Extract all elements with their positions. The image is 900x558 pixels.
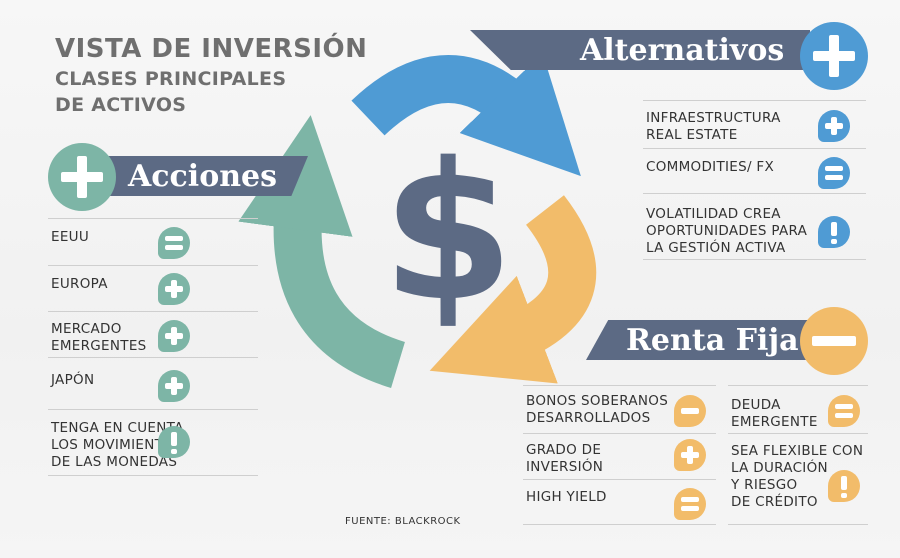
list-item: BONOS SOBERANOS DESARROLLADOS <box>523 385 716 434</box>
list-item-text: SEA FLEXIBLE CON LA DURACIÓN Y RIESGO DE… <box>731 443 864 510</box>
list-item: EUROPA <box>48 265 258 312</box>
exclamation-icon <box>818 216 850 248</box>
list-end-divider <box>523 524 716 525</box>
equal-icon <box>828 395 860 427</box>
list-item-text: VOLATILIDAD CREA OPORTUNIDADES PARA LA G… <box>646 206 808 256</box>
list-item: SEA FLEXIBLE CON LA DURACIÓN Y RIESGO DE… <box>728 433 868 525</box>
list-item: COMMODITIES/ FX <box>643 148 866 194</box>
list-item-text: HIGH YIELD <box>526 489 607 505</box>
list-item: GRADO DE INVERSIÓN <box>523 433 716 480</box>
list-item-text: GRADO DE INVERSIÓN <box>526 442 604 475</box>
list-item-text: TENGA EN CUENTA LOS MOVIMIENTOS DE LAS M… <box>51 420 184 470</box>
list-item-text: EUROPA <box>51 276 108 292</box>
list-item-text: JAPÓN <box>51 372 95 388</box>
list-item-text: MERCADO EMERGENTES <box>51 321 147 354</box>
alternativos-banner: Alternativos <box>470 30 810 70</box>
alternativos-title: Alternativos <box>580 32 785 68</box>
renta-fija-title: Renta Fija <box>626 322 799 358</box>
list-item-text: COMMODITIES/ FX <box>646 159 775 175</box>
acciones-plus-icon <box>48 143 116 211</box>
page-subtitle-line2: DE ACTIVOS <box>55 94 187 116</box>
list-item: TENGA EN CUENTA LOS MOVIMIENTOS DE LAS M… <box>48 409 258 476</box>
exclamation-icon <box>158 426 190 458</box>
page-subtitle-line1: CLASES PRINCIPALES <box>55 68 287 90</box>
alternativos-plus-icon <box>800 22 868 90</box>
exclamation-icon <box>828 470 860 502</box>
list-item: DEUDA EMERGENTE <box>728 385 868 434</box>
list-item: JAPÓN <box>48 357 258 410</box>
list-item: INFRAESTRUCTURA REAL ESTATE <box>643 100 866 149</box>
renta-fija-banner: Renta Fija <box>586 320 808 360</box>
acciones-banner: Acciones <box>100 156 308 196</box>
plus-icon <box>818 110 850 142</box>
equal-icon <box>818 157 850 189</box>
list-item-text: INFRAESTRUCTURA REAL ESTATE <box>646 110 781 143</box>
list-item: HIGH YIELD <box>523 479 716 525</box>
plus-icon <box>158 320 190 352</box>
plus-icon <box>158 370 190 402</box>
source-note: FUENTE: BLACKROCK <box>345 516 461 527</box>
list-item-text: EEUU <box>51 229 90 245</box>
page-title: VISTA DE INVERSIÓN <box>55 34 368 64</box>
list-item: MERCADO EMERGENTES <box>48 311 258 358</box>
list-item: EEUU <box>48 218 258 266</box>
plus-icon <box>158 273 190 305</box>
list-item: VOLATILIDAD CREA OPORTUNIDADES PARA LA G… <box>643 193 866 260</box>
equal-icon <box>674 488 706 520</box>
list-item-text: DEUDA EMERGENTE <box>731 397 818 430</box>
equal-icon <box>158 227 190 259</box>
plus-icon <box>674 439 706 471</box>
list-end-divider <box>728 524 868 525</box>
list-end-divider <box>643 259 866 260</box>
acciones-title: Acciones <box>128 158 278 194</box>
list-end-divider <box>48 475 258 476</box>
minus-icon <box>674 395 706 427</box>
list-item-text: BONOS SOBERANOS DESARROLLADOS <box>526 393 669 426</box>
renta-fija-minus-icon <box>800 307 868 375</box>
